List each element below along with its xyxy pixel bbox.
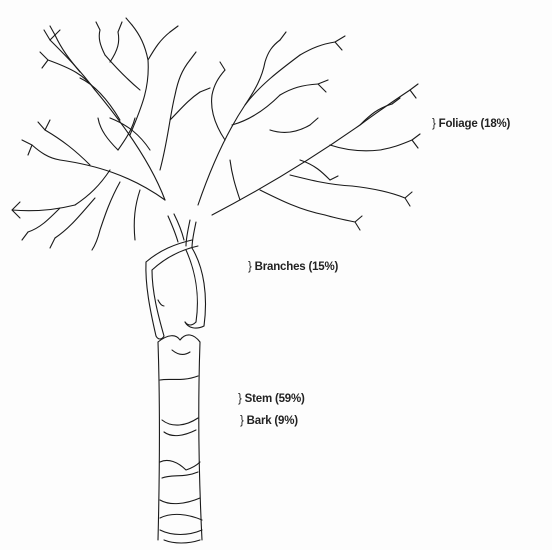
brace-stem: } [238,393,242,405]
foliage-left [12,18,210,250]
label-bark: }Bark (9%) [240,415,298,427]
brace-foliage: } [432,118,436,130]
label-branches-text: Branches (15%) [255,261,338,273]
brace-branches: } [248,261,252,273]
label-stem: }Stem (59%) [238,393,305,405]
label-foliage-text: Foliage (18%) [439,118,511,130]
branches [146,214,206,339]
label-branches: }Branches (15%) [248,261,338,273]
label-stem-text: Stem (59%) [245,393,305,405]
label-foliage: }Foliage (18%) [432,118,510,130]
label-bark-text: Bark (9%) [247,415,298,427]
brace-bark: } [240,415,244,427]
stem [158,335,202,543]
foliage-right [198,32,420,230]
